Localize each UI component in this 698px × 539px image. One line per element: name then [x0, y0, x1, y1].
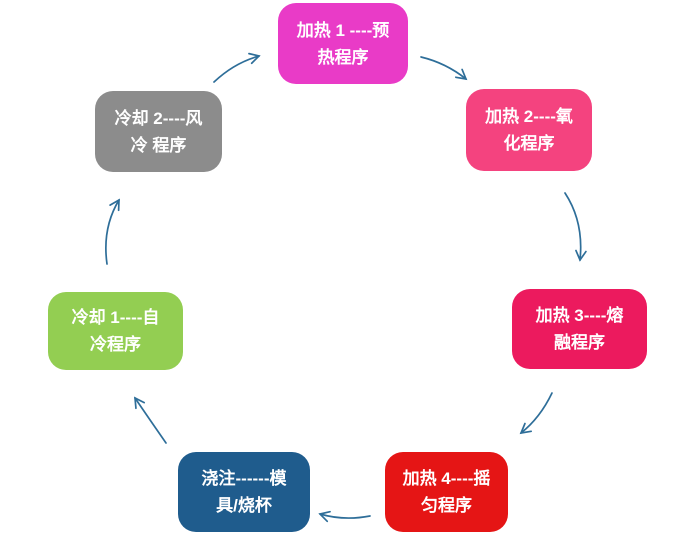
node-heat-4-label-line2: 匀程序 — [421, 496, 472, 515]
node-cool-2: 冷却 2----风 冷 程序 — [95, 91, 222, 172]
node-heat-2-label-line1: 加热 2----氧 — [485, 107, 573, 126]
arrow-heat4-to-pour-icon — [318, 510, 371, 523]
node-heat-1: 加热 1 ----预 热程序 — [278, 3, 408, 84]
node-cool-1: 冷却 1----自 冷程序 — [48, 292, 183, 370]
node-heat-1-label-line2: 热程序 — [317, 47, 369, 67]
node-heat-3-label-line1: 加热 3----熔 — [535, 306, 624, 325]
node-pour-label-line2: 具/烧杯 — [216, 496, 272, 515]
node-cool-1-label-line1: 冷却 1----自 — [71, 308, 160, 327]
arrow-heat3-to-heat4-icon — [519, 392, 553, 435]
arrow-heat2-to-heat3-icon — [564, 192, 587, 262]
node-heat-2-label-line2: 化程序 — [503, 134, 555, 153]
arrow-cool2-to-heat1-icon — [213, 52, 261, 83]
node-heat-3: 加热 3----熔 融程序 — [512, 289, 647, 369]
node-heat-1-label-line1: 加热 1 ----预 — [296, 20, 390, 40]
arrow-pour-to-cool1-icon — [134, 396, 167, 444]
node-heat-3-label-line2: 融程序 — [554, 333, 605, 352]
node-heat-2: 加热 2----氧 化程序 — [466, 89, 592, 171]
node-heat-4: 加热 4----摇 匀程序 — [385, 452, 508, 532]
node-cool-1-label-line2: 冷程序 — [90, 335, 141, 354]
node-pour: 浇注------模 具/烧杯 — [178, 452, 310, 532]
node-heat-4-label-line1: 加热 4----摇 — [402, 469, 491, 488]
arrow-heat1-to-heat2-icon — [420, 56, 468, 81]
node-pour-label-line1: 浇注------模 — [201, 469, 287, 488]
arrow-cool1-to-cool2-icon — [105, 198, 120, 265]
node-cool-2-label-line1: 冷却 2----风 — [114, 108, 203, 128]
node-cool-2-label-line2: 冷 程序 — [130, 135, 187, 155]
